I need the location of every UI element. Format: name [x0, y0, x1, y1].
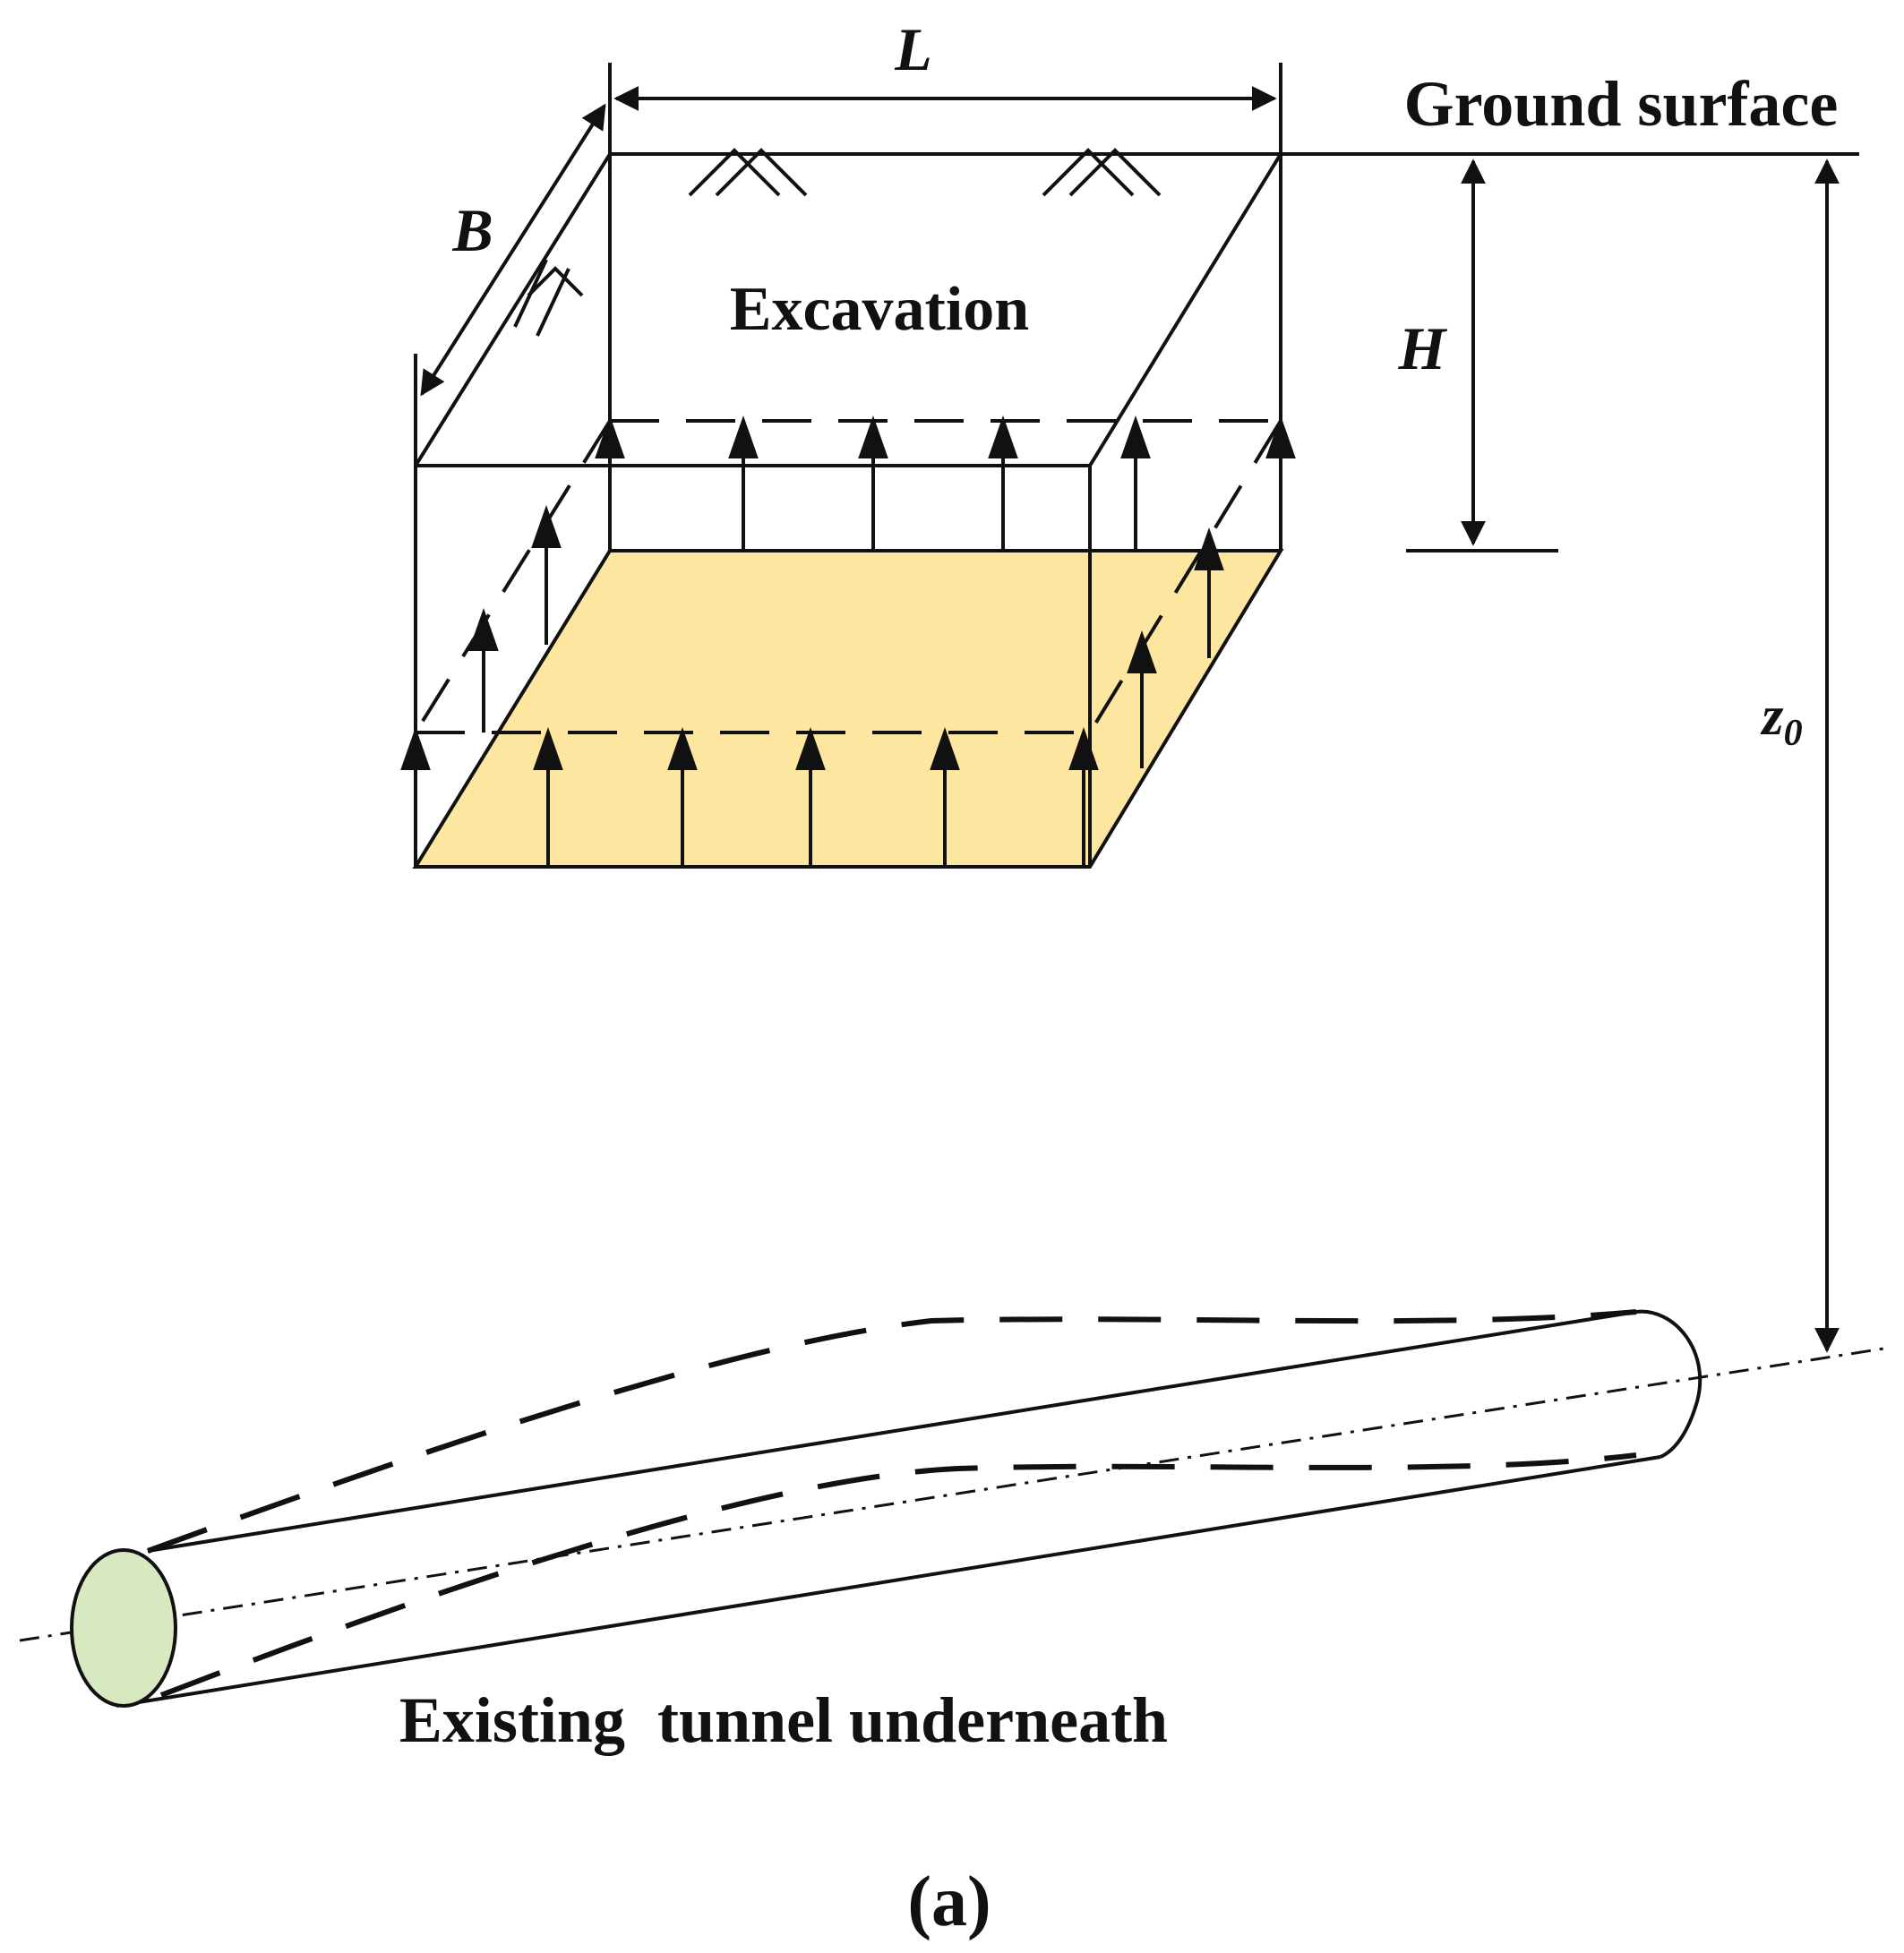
upward-arrow-icon [1068, 726, 1099, 770]
excavation-dashed-levels [414, 419, 1282, 734]
depth-label: H [1398, 314, 1448, 382]
upward-arrow-icon [1127, 630, 1157, 673]
upward-arrow-icon [858, 415, 888, 458]
tunnel-label: Existing tunnel underneath [399, 1684, 1168, 1756]
dimension-B [414, 103, 606, 466]
upward-arrow-icon [795, 726, 826, 770]
dimension-L [608, 63, 1282, 154]
upward-arrow-icon [595, 415, 625, 458]
tunnel-depth-label: z0 [1760, 686, 1802, 754]
existing-tunnel [19, 1309, 1891, 1708]
length-label: L [894, 15, 932, 83]
upward-arrow-icon [930, 726, 960, 770]
uplift-arrows [400, 415, 1296, 867]
upward-arrow-icon [531, 504, 562, 548]
upward-arrow-icon [667, 726, 698, 770]
upward-arrow-icon [468, 607, 499, 651]
upward-arrow-icon [1120, 415, 1151, 458]
tunnel-end-face [70, 1548, 177, 1708]
upward-arrow-icon [533, 726, 563, 770]
dimension-H [1406, 158, 1558, 552]
figure-caption: (a) [907, 1863, 991, 1941]
ground-surface-label: Ground surface [1404, 68, 1839, 140]
upward-arrow-icon [988, 415, 1018, 458]
upward-arrow-icon [728, 415, 759, 458]
upward-arrow-icon [1194, 527, 1224, 570]
upward-arrow-icon [400, 726, 431, 770]
width-label: B [451, 196, 493, 264]
excavation-label: Excavation [730, 275, 1029, 344]
upward-arrow-icon [1265, 415, 1296, 458]
